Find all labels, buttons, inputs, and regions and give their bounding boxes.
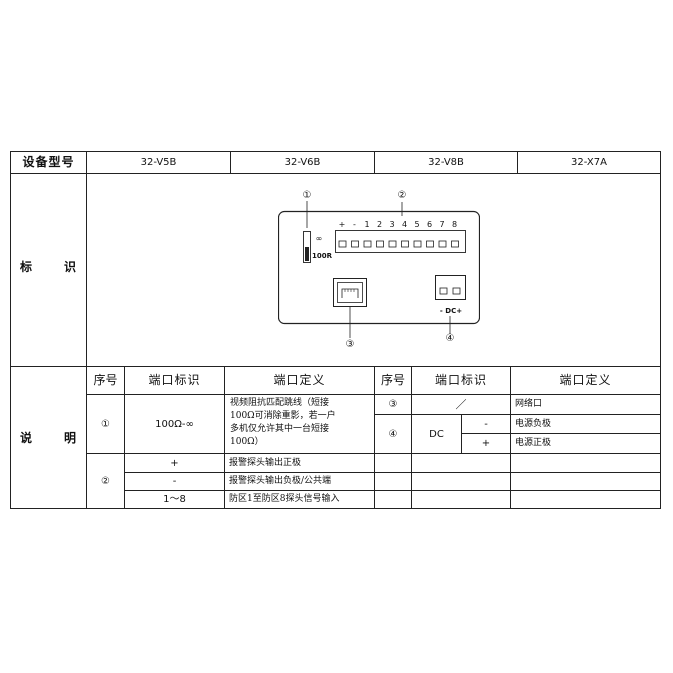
explain-header-divider bbox=[86, 394, 661, 395]
device-diagram bbox=[277, 188, 481, 348]
terminal-label: 2 bbox=[376, 220, 383, 229]
row1-def-line: 100Ω可消除重影，若一户 bbox=[230, 411, 336, 421]
row1-def-line: 视频阻抗匹配跳线（短接 bbox=[230, 398, 330, 408]
dc-label: - DC+ bbox=[439, 306, 463, 315]
row-divider-2 bbox=[124, 472, 661, 473]
device-panel-outline bbox=[277, 210, 481, 325]
terminal-label: + bbox=[338, 220, 346, 229]
dc-slot-minus bbox=[439, 287, 448, 295]
col-divider-portdef bbox=[374, 366, 375, 509]
model-v8b: 32-V8B bbox=[428, 157, 464, 168]
col-divider-portid2 bbox=[510, 366, 511, 509]
col-header-port-def2: 端口定义 bbox=[559, 373, 612, 387]
terminal-label: 8 bbox=[451, 220, 458, 229]
row1-seq: ① bbox=[101, 418, 110, 430]
row1-def-line: 多机仅允许其中一台短接 bbox=[230, 424, 330, 434]
row-divider-3 bbox=[124, 490, 661, 491]
col-divider-seq2 bbox=[411, 366, 412, 509]
jumper-cap bbox=[305, 247, 309, 261]
row1-port-id: 100Ω-∞ bbox=[155, 418, 194, 430]
terminal-label: - bbox=[353, 220, 356, 229]
header-divider bbox=[10, 173, 661, 174]
model-x7a: 32-X7A bbox=[571, 157, 607, 168]
right-row1-port-def: 网络口 bbox=[515, 399, 543, 409]
table-border-top bbox=[10, 151, 661, 152]
row1-def-line: 100Ω） bbox=[230, 437, 264, 447]
terminal-labels: + - 1 2 3 4 5 6 7 8 bbox=[337, 219, 467, 230]
dc-connector-outer bbox=[435, 275, 466, 300]
right-row-divider-a bbox=[374, 414, 661, 415]
callout-1: ① bbox=[302, 190, 312, 201]
col-divider-sub bbox=[461, 414, 462, 453]
terminal-slots bbox=[338, 240, 459, 248]
terminal-label: 1 bbox=[364, 220, 370, 229]
right-row2-def-plus: 电源正极 bbox=[515, 438, 552, 448]
explain-label-char2: 明 bbox=[63, 430, 76, 445]
model-divider-3 bbox=[517, 151, 518, 174]
right-row2-sub-plus: + bbox=[481, 438, 491, 449]
jumper-body bbox=[303, 231, 311, 263]
jumper-100r-label: 100R bbox=[311, 251, 332, 260]
terminal-label: 5 bbox=[414, 220, 420, 229]
label-column-divider bbox=[86, 151, 87, 509]
right-row2-sub-minus: - bbox=[484, 418, 488, 430]
col-header-seq: 序号 bbox=[93, 373, 118, 387]
model-divider-2 bbox=[374, 151, 375, 174]
device-panel-svg bbox=[277, 201, 481, 338]
terminal-label: 6 bbox=[426, 220, 433, 229]
right-row2-def-minus: 电源负极 bbox=[515, 418, 552, 429]
table-border-left bbox=[10, 151, 11, 509]
section-divider bbox=[10, 366, 661, 367]
table-border-bottom bbox=[10, 508, 661, 509]
explain-label-char1: 说 bbox=[19, 430, 32, 445]
row4-port-def: 防区1至防区8探头信号输入 bbox=[229, 494, 340, 504]
row2-port-def: 报警探头输出正极 bbox=[229, 457, 302, 468]
col-header-port-def: 端口定义 bbox=[273, 373, 326, 387]
row4-port-id: 1～8 bbox=[163, 494, 186, 505]
model-label: 设备型号 bbox=[22, 155, 75, 169]
right-row1-seq: ③ bbox=[388, 399, 398, 410]
terminal-label: 7 bbox=[439, 220, 445, 229]
model-divider-1 bbox=[230, 151, 231, 174]
col-header-port-id: 端口标识 bbox=[148, 373, 201, 387]
right-row2-port-id: DC bbox=[429, 428, 444, 440]
right-row1-port-id: ／ bbox=[455, 398, 467, 411]
dc-slot-plus bbox=[452, 287, 461, 295]
identify-label-char2: 识 bbox=[63, 259, 76, 274]
row2-seq: ② bbox=[101, 475, 110, 487]
callout-3: ③ bbox=[345, 339, 355, 350]
terminal-block bbox=[335, 230, 466, 253]
jumper-inf-label: ∞ bbox=[315, 233, 323, 243]
model-v5b: 32-V5B bbox=[140, 157, 177, 168]
model-v6b: 32-V6B bbox=[284, 157, 321, 168]
row1-port-def: 视频阻抗匹配跳线（短接 100Ω可消除重影，若一户 多机仅允许其中一台短接 10… bbox=[230, 397, 372, 451]
col-divider-seq bbox=[124, 366, 125, 509]
col-header-port-id2: 端口标识 bbox=[434, 373, 487, 387]
col-header-seq2: 序号 bbox=[380, 373, 405, 387]
right-row-divider-b bbox=[461, 433, 661, 434]
terminal-label: 3 bbox=[389, 220, 395, 229]
row3-port-def: 报警探头输出负极/公共端 bbox=[229, 476, 332, 486]
table-border-right bbox=[660, 151, 661, 509]
rj45-port-outer bbox=[333, 278, 367, 307]
terminal-label: 4 bbox=[401, 220, 408, 229]
callout-4: ④ bbox=[445, 333, 455, 344]
rj45-port-inner bbox=[337, 282, 363, 303]
row-divider-1 bbox=[86, 453, 661, 454]
callout-2: ② bbox=[397, 190, 407, 201]
row2-port-id: + bbox=[170, 457, 179, 469]
rj45-contacts bbox=[341, 288, 359, 298]
row3-port-id: - bbox=[172, 476, 177, 487]
right-row2-seq: ④ bbox=[388, 428, 398, 440]
col-divider-portid bbox=[224, 366, 225, 509]
identify-label-char1: 标 bbox=[19, 259, 32, 274]
